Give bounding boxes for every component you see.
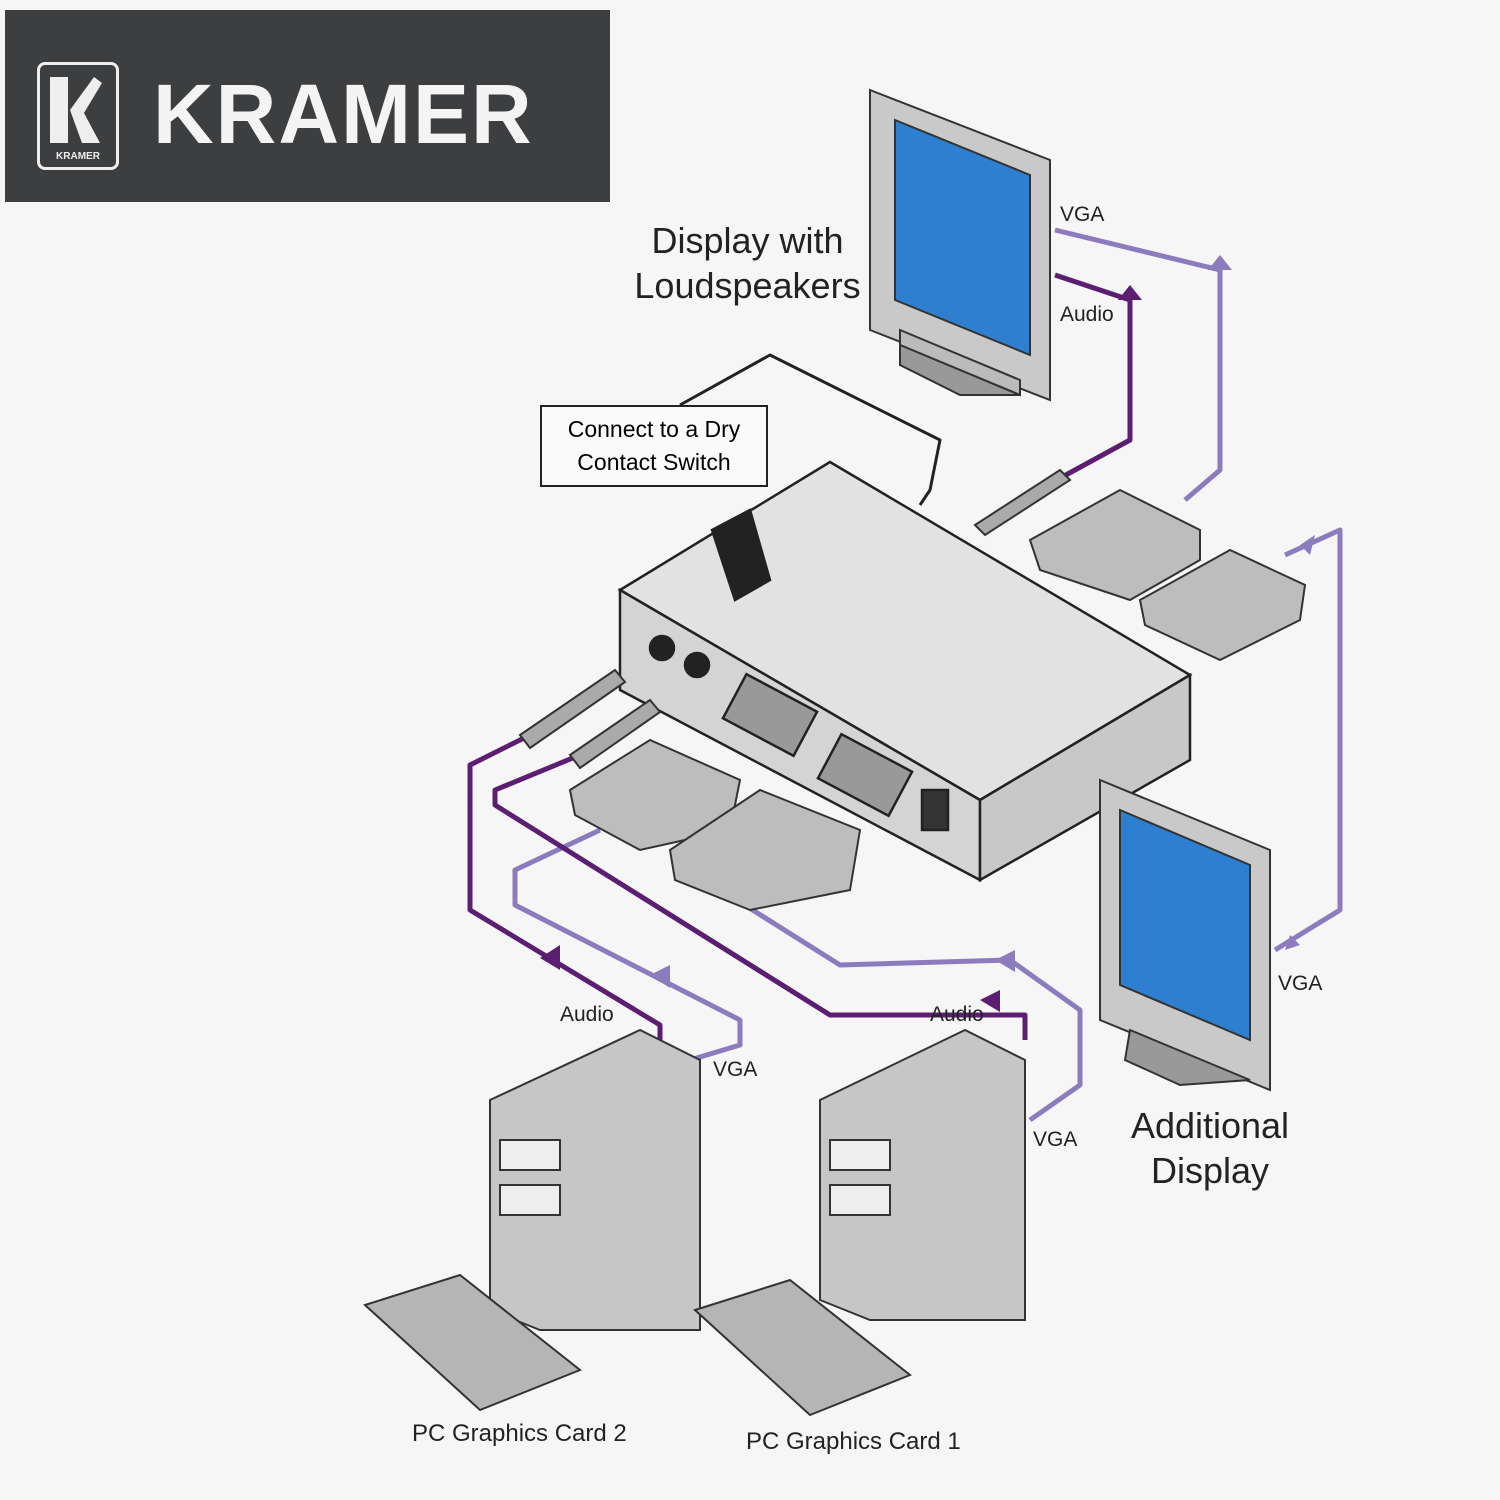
arrow-icon — [980, 990, 1000, 1012]
brand-name: KRAMER — [153, 67, 534, 161]
right-vga-label: VGA — [1278, 972, 1323, 995]
vga-cable-display — [1054, 227, 1223, 502]
pc2-label: PC Graphics Card 2 — [412, 1420, 627, 1447]
arrow-icon — [1208, 255, 1232, 270]
vga-cable-pc2 — [512, 827, 743, 1063]
label-line: Additional — [1130, 1105, 1290, 1146]
vga-connectors — [568, 488, 1307, 912]
top-audio-label: Audio — [1060, 303, 1114, 326]
switcher-device — [617, 460, 1193, 883]
dry-contact-wire — [679, 353, 942, 506]
audio-cable-display — [1018, 272, 1133, 503]
arrow-icon — [1285, 935, 1300, 950]
kramer-k-mark-icon: KRAMER — [37, 62, 119, 170]
label-line: Display with — [651, 220, 844, 261]
label-line: Loudspeakers — [634, 265, 861, 306]
kramer-logo: KRAMER KRAMER — [5, 10, 610, 202]
pc1-vga-label: VGA — [1033, 1128, 1078, 1151]
audio-cable-pc2 — [467, 727, 663, 1040]
audio-cable-pc1 — [492, 752, 1028, 1040]
arrow-icon — [1118, 285, 1142, 300]
arrow-icon — [995, 950, 1015, 972]
label-line: Display — [1150, 1150, 1270, 1191]
pc2-audio-label: Audio — [560, 1003, 614, 1026]
svg-text:KRAMER: KRAMER — [56, 151, 101, 162]
additional-display-label: Additional Display — [1110, 1103, 1310, 1193]
top-display-label: Display with Loudspeakers — [620, 218, 875, 308]
additional-display — [1099, 778, 1271, 1092]
pc1-audio-label: Audio — [930, 1003, 984, 1026]
arrow-icon — [650, 965, 670, 988]
pc-graphics-card-2 — [363, 1028, 701, 1412]
audio-plugs — [518, 468, 1072, 770]
arrow-icon — [1300, 535, 1315, 555]
arrow-icon — [540, 945, 560, 970]
pc-graphics-card-1 — [693, 1028, 1026, 1417]
display-with-loudspeakers — [869, 88, 1051, 402]
label-line: Contact Switch — [577, 449, 731, 475]
top-vga-label: VGA — [1060, 203, 1105, 226]
pc2-vga-label: VGA — [713, 1058, 758, 1081]
vga-cable-pc1 — [703, 877, 1083, 1123]
label-line: Connect to a Dry — [567, 416, 741, 442]
pc1-label: PC Graphics Card 1 — [746, 1428, 961, 1455]
dry-contact-box: Connect to a Dry Contact Switch — [540, 405, 768, 487]
